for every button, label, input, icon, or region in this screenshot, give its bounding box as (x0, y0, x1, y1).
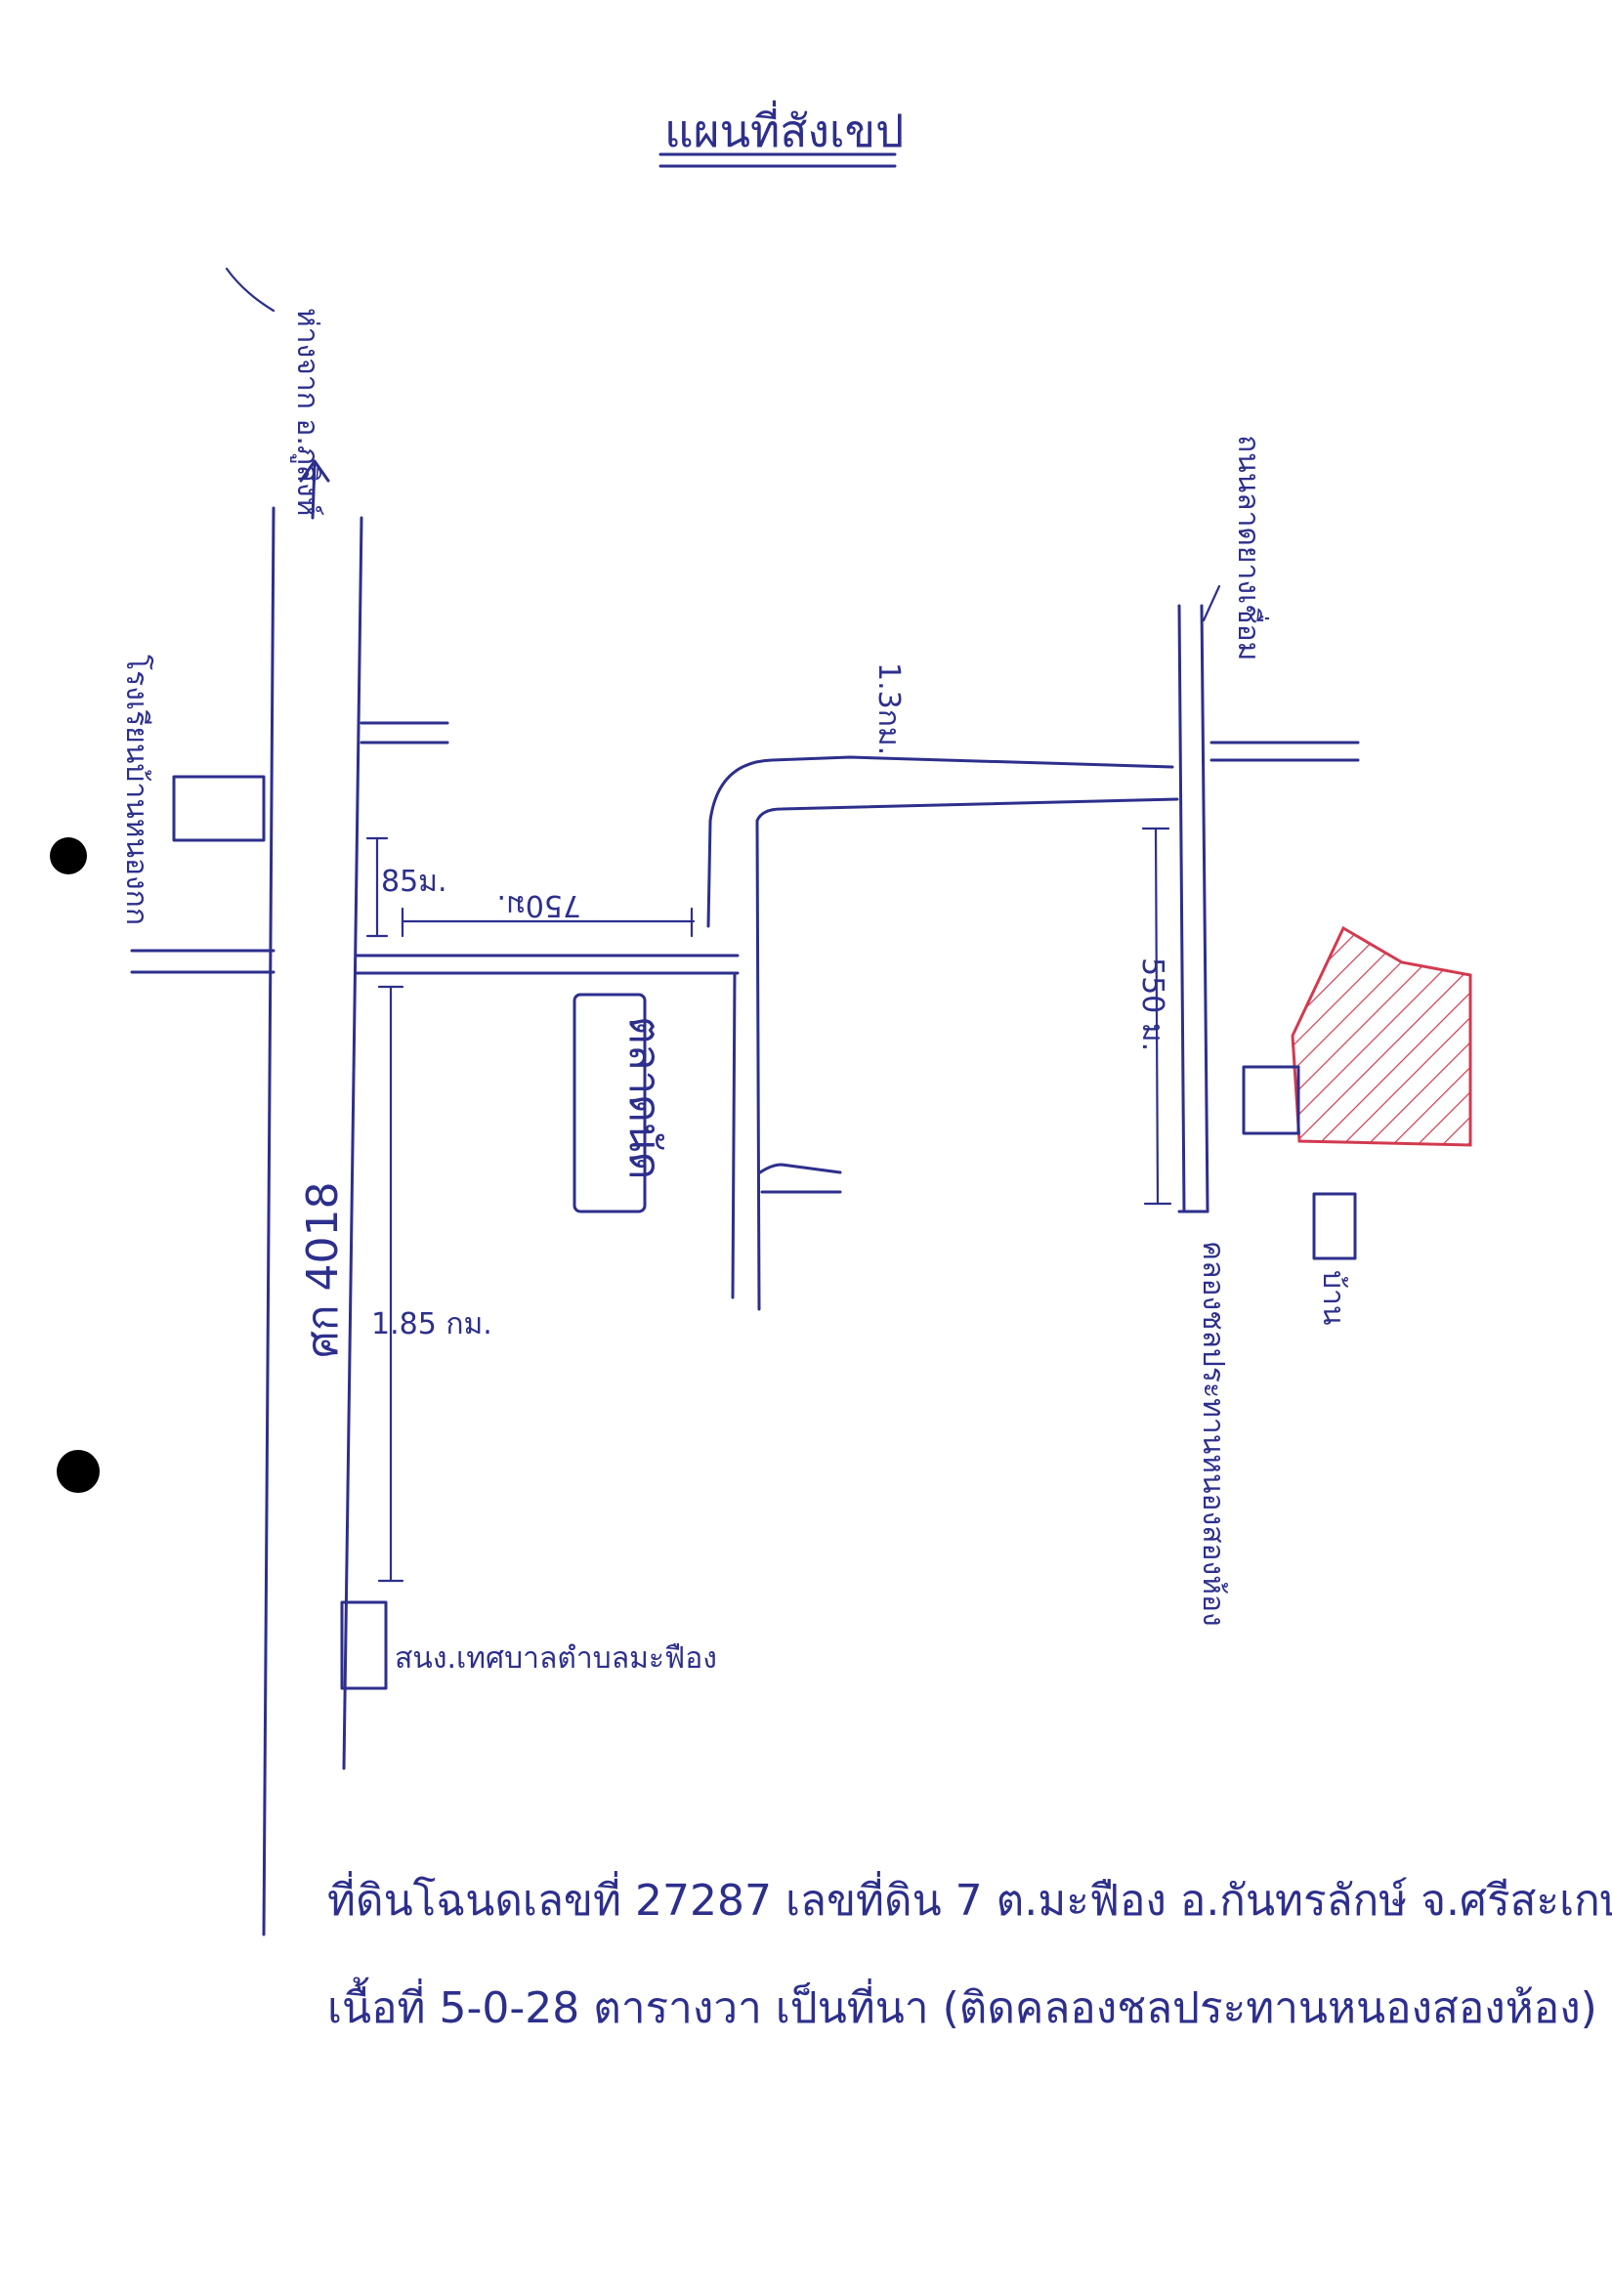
label-temple: โรงเรียนบ้านหนองกก (119, 655, 154, 925)
label-house: บ้าน (1316, 1270, 1350, 1325)
label-east-road-top: ถนนลาดยางเชื่อม (1231, 435, 1269, 660)
label-market: ตลาดนัด (619, 1016, 669, 1179)
dim-750m (401, 907, 696, 938)
map-title: แผนที่สังเขป (664, 100, 904, 157)
canal-east (1177, 584, 1360, 1213)
east-branch-road (354, 755, 1179, 1311)
label-office: สนง.เทศบาลตำบลมะฟือง (395, 1641, 717, 1676)
market-box (573, 993, 647, 1213)
plot-access (1242, 1065, 1300, 1135)
label-north-destination: ห่างจาก อ.ภูสิงห์ (290, 308, 324, 516)
label-750m: 750ม. (496, 888, 581, 922)
house-box (1312, 1192, 1357, 1260)
footer-line-1: ที่ดินโฉนดเลขที่ 27287 เลขที่ดิน 7 ต.มะฟ… (327, 1870, 1612, 1926)
north-arrow-icon (299, 459, 330, 520)
punch-hole-bottom (57, 1450, 100, 1493)
dim-550m (1141, 827, 1172, 1206)
office-box (340, 1600, 388, 1690)
punch-hole-top (50, 837, 87, 874)
label-1-3km: 1.3กม. (871, 662, 906, 755)
left-cross-road (130, 949, 276, 974)
upper-spur-road (360, 721, 449, 744)
school-box (172, 775, 266, 842)
label-east-road-bottom: คลองชลประทานหนองสองห้อง (1196, 1241, 1230, 1627)
label-85m: 85ม. (381, 865, 447, 899)
label-main-road: ศก 4018 (298, 1181, 348, 1358)
footer-line-2: เนื้อที่ 5-0-28 ตารางวา เป็นที่นา (ติดคล… (327, 1977, 1597, 2033)
north-curve-mark (225, 267, 276, 313)
land-plot (1291, 925, 1472, 1147)
label-550m: 550 ม. (1135, 957, 1169, 1051)
dim-85m (365, 836, 389, 938)
label-1-85km: 1.85 กม. (371, 1307, 492, 1341)
main-road (262, 506, 363, 1936)
dim-185km (377, 985, 404, 1583)
